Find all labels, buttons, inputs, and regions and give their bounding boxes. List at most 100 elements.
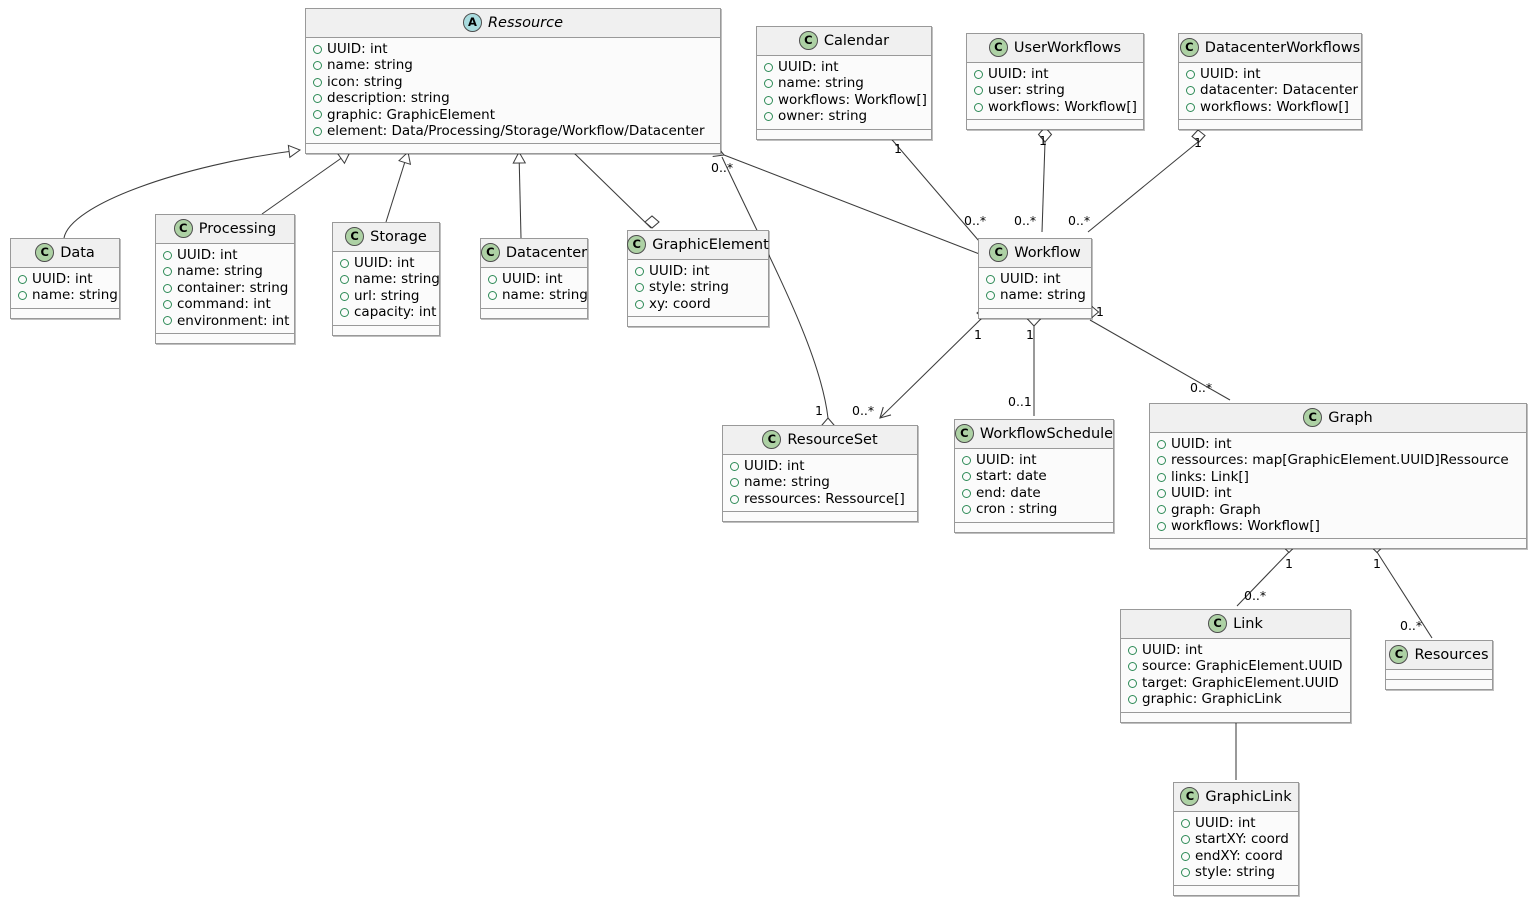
attribute-label: UUID: int [502,271,563,287]
class-title-resourceset: ResourceSet [787,431,878,448]
multiplicity-label: 1 [1194,135,1202,150]
visibility-public-icon [764,95,773,105]
attribute-row: UUID: int [764,59,925,75]
attribute-label: endXY: coord [1195,847,1283,864]
attribute-row: style: string [1181,864,1292,880]
attribute-row: container: string [163,280,288,296]
class-icon: C [988,38,1008,57]
attribute-label: url: string [354,287,420,304]
attribute-label: UUID: int [1171,485,1232,502]
visibility-public-icon [974,86,983,96]
visibility-public-icon [18,291,27,301]
attribute-row: UUID: int [986,271,1085,287]
multiplicity-label: 1 [1039,133,1047,148]
visibility-public-icon [488,274,497,284]
multiplicity-label: 0..* [964,213,987,228]
visibility-public-icon [764,79,773,89]
attribute-label: style: string [1195,864,1275,881]
visibility-public-icon [1157,505,1166,515]
visibility-public-icon [163,299,172,309]
class-title-link: Link [1233,615,1263,632]
attribute-label: UUID: int [354,255,415,271]
visibility-public-icon [730,494,739,504]
multiplicity-label: 0..* [1244,588,1267,603]
class-icon: C [1179,38,1199,57]
attribute-label: UUID: int [177,247,238,263]
visibility-public-icon [1186,69,1195,79]
attribute-label: name: string [502,287,588,304]
class-icon: C [762,430,782,449]
visibility-public-icon [313,126,322,136]
visibility-public-icon [962,472,971,482]
attribute-row: UUID: int [340,255,433,271]
visibility-public-icon [340,258,349,268]
visibility-public-icon [1186,86,1195,96]
method-list-ressource [306,144,720,154]
attribute-label: name: string [32,287,118,304]
attribute-label: UUID: int [988,66,1049,82]
attribute-label: startXY: coord [1195,831,1289,848]
attribute-label: environment: int [177,312,290,329]
attribute-row: start: date [962,468,1107,484]
attribute-row: name: string [313,57,714,73]
class-header-datacenterworkflows: C DatacenterWorkflows [1179,34,1361,63]
visibility-public-icon [163,283,172,293]
visibility-public-icon [962,455,971,465]
class-title-workflow: Workflow [1014,244,1081,261]
attribute-row: name: string [18,287,118,303]
attribute-row: url: string [340,288,433,304]
attribute-label: graphic: GraphicElement [327,106,496,123]
class-title-processing: Processing [198,220,277,237]
attribute-label: xy: coord [649,295,711,312]
method-list-resources [1386,680,1492,689]
attribute-label: UUID: int [1142,642,1203,658]
multiplicity-label: 0..* [1068,213,1091,228]
multiplicity-label: 1 [1285,556,1293,571]
visibility-public-icon [974,102,983,112]
attribute-label: workflows: Workflow[] [778,91,927,108]
attribute-row: UUID: int [962,452,1107,468]
class-title-datacenterworkflows: DatacenterWorkflows [1204,39,1361,56]
visibility-public-icon [163,250,172,260]
attribute-label: user: string [988,82,1065,99]
visibility-public-icon [962,488,971,498]
attribute-label: UUID: int [1195,815,1256,831]
attribute-label: ressources: Ressource[] [744,490,905,507]
multiplicity-label: 0..* [1190,380,1213,395]
visibility-public-icon [1128,694,1137,704]
visibility-public-icon [1181,835,1190,845]
visibility-public-icon [313,110,322,120]
attribute-row: UUID: int [635,263,762,279]
attribute-label: UUID: int [32,271,93,287]
attribute-row: UUID: int [18,271,113,287]
visibility-public-icon [163,267,172,277]
visibility-public-icon [1128,645,1137,655]
class-title-datacenter: Datacenter [505,244,588,261]
